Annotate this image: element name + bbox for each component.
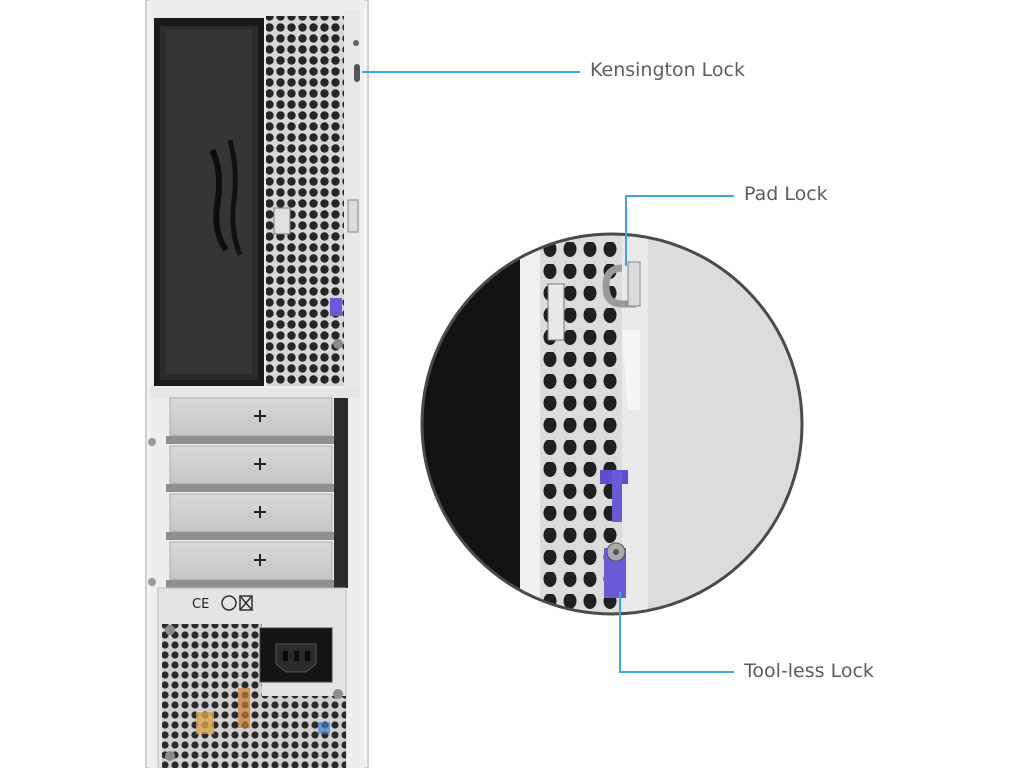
zoom-detail-view (420, 232, 804, 616)
callout-lines (362, 71, 734, 673)
toolless-lock-label: Tool-less Lock (744, 660, 874, 682)
case-rear-panel: CE (145, 0, 369, 768)
pad-lock-label: Pad Lock (744, 183, 828, 205)
expansion-slots (148, 397, 348, 588)
svg-text:CE: CE (192, 597, 209, 612)
kensington-lock-label: Kensington Lock (590, 59, 746, 81)
psu-section: CE (157, 587, 347, 768)
